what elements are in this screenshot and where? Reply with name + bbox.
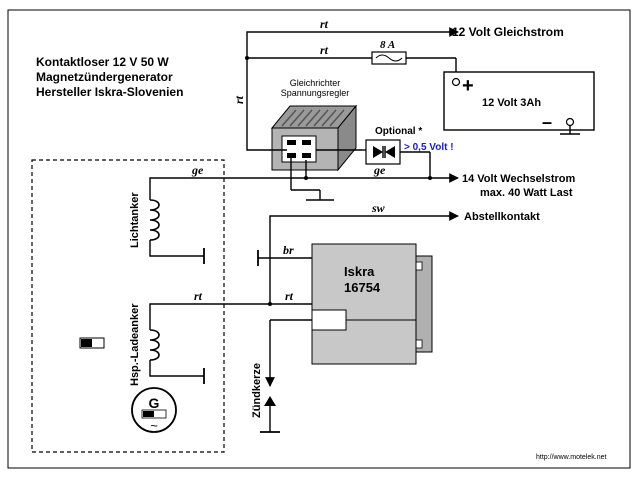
label-rt-hsp: rt (194, 289, 203, 303)
regulator-label-1: Gleichrichter (290, 78, 341, 88)
hsp-ladeanker-label: Hsp.-Ladeanker (129, 303, 141, 386)
cdi-unit (311, 243, 433, 365)
footer-url: http://www.motelek.net (536, 454, 606, 461)
output-12v-dc: 12 Volt Gleichstrom (452, 25, 564, 39)
generator-g-label: G (149, 395, 160, 411)
label-rt-vertical: rt (232, 95, 246, 104)
generator-housing (31, 159, 225, 453)
regulator-module (270, 104, 358, 172)
battery (443, 71, 595, 135)
label-rt-cdi: rt (285, 289, 294, 303)
small-switch-icon (79, 337, 105, 349)
spark-plug (260, 319, 312, 433)
regulator-label-2: Spannungsregler (281, 88, 350, 98)
battery-minus: – (542, 112, 552, 132)
fuse-label: 8 A (380, 39, 395, 51)
wire-ge (149, 173, 459, 200)
fuse-symbol (371, 51, 407, 65)
label-sw: sw (371, 201, 386, 215)
cdi-label-2: 16754 (344, 280, 381, 295)
title-line-1: Kontaktloser 12 V 50 W (36, 55, 169, 69)
regulator-wiring (246, 140, 362, 201)
label-rt-top: rt (320, 17, 329, 31)
label-br: br (283, 243, 294, 257)
wire-br (257, 250, 318, 266)
generator-tilde: ~ (150, 418, 158, 433)
battery-label: 12 Volt 3Ah (482, 97, 541, 109)
title-line-2: Magnetzündergenerator (36, 70, 173, 84)
output-max-load: max. 40 Watt Last (480, 187, 573, 199)
hsp-coil (149, 302, 312, 384)
wire-rt-fuse (245, 56, 457, 78)
generator-symbol (131, 387, 177, 433)
battery-plus: + (462, 75, 474, 97)
lichtanker-coil (149, 199, 205, 264)
optional-note: > 0,5 Volt ! (404, 142, 454, 153)
spark-plug-label: Zündkerze (251, 363, 263, 418)
wire-rt-top (246, 27, 459, 140)
lichtanker-label: Lichtanker (129, 192, 141, 248)
label-rt-fuse: rt (320, 43, 329, 57)
outer-frame (7, 9, 631, 469)
optional-diode (362, 139, 431, 178)
optional-label: Optional * (375, 126, 422, 137)
cdi-label-1: Iskra (344, 264, 375, 279)
output-14v-ac: 14 Volt Wechselstrom (462, 173, 576, 185)
output-kill: Abstellkontakt (464, 211, 540, 223)
wire-sw (269, 211, 459, 304)
label-ge-lichtanker: ge (191, 163, 204, 177)
label-ge-right: ge (373, 163, 386, 177)
title-line-3: Hersteller Iskra-Slovenien (36, 85, 183, 99)
